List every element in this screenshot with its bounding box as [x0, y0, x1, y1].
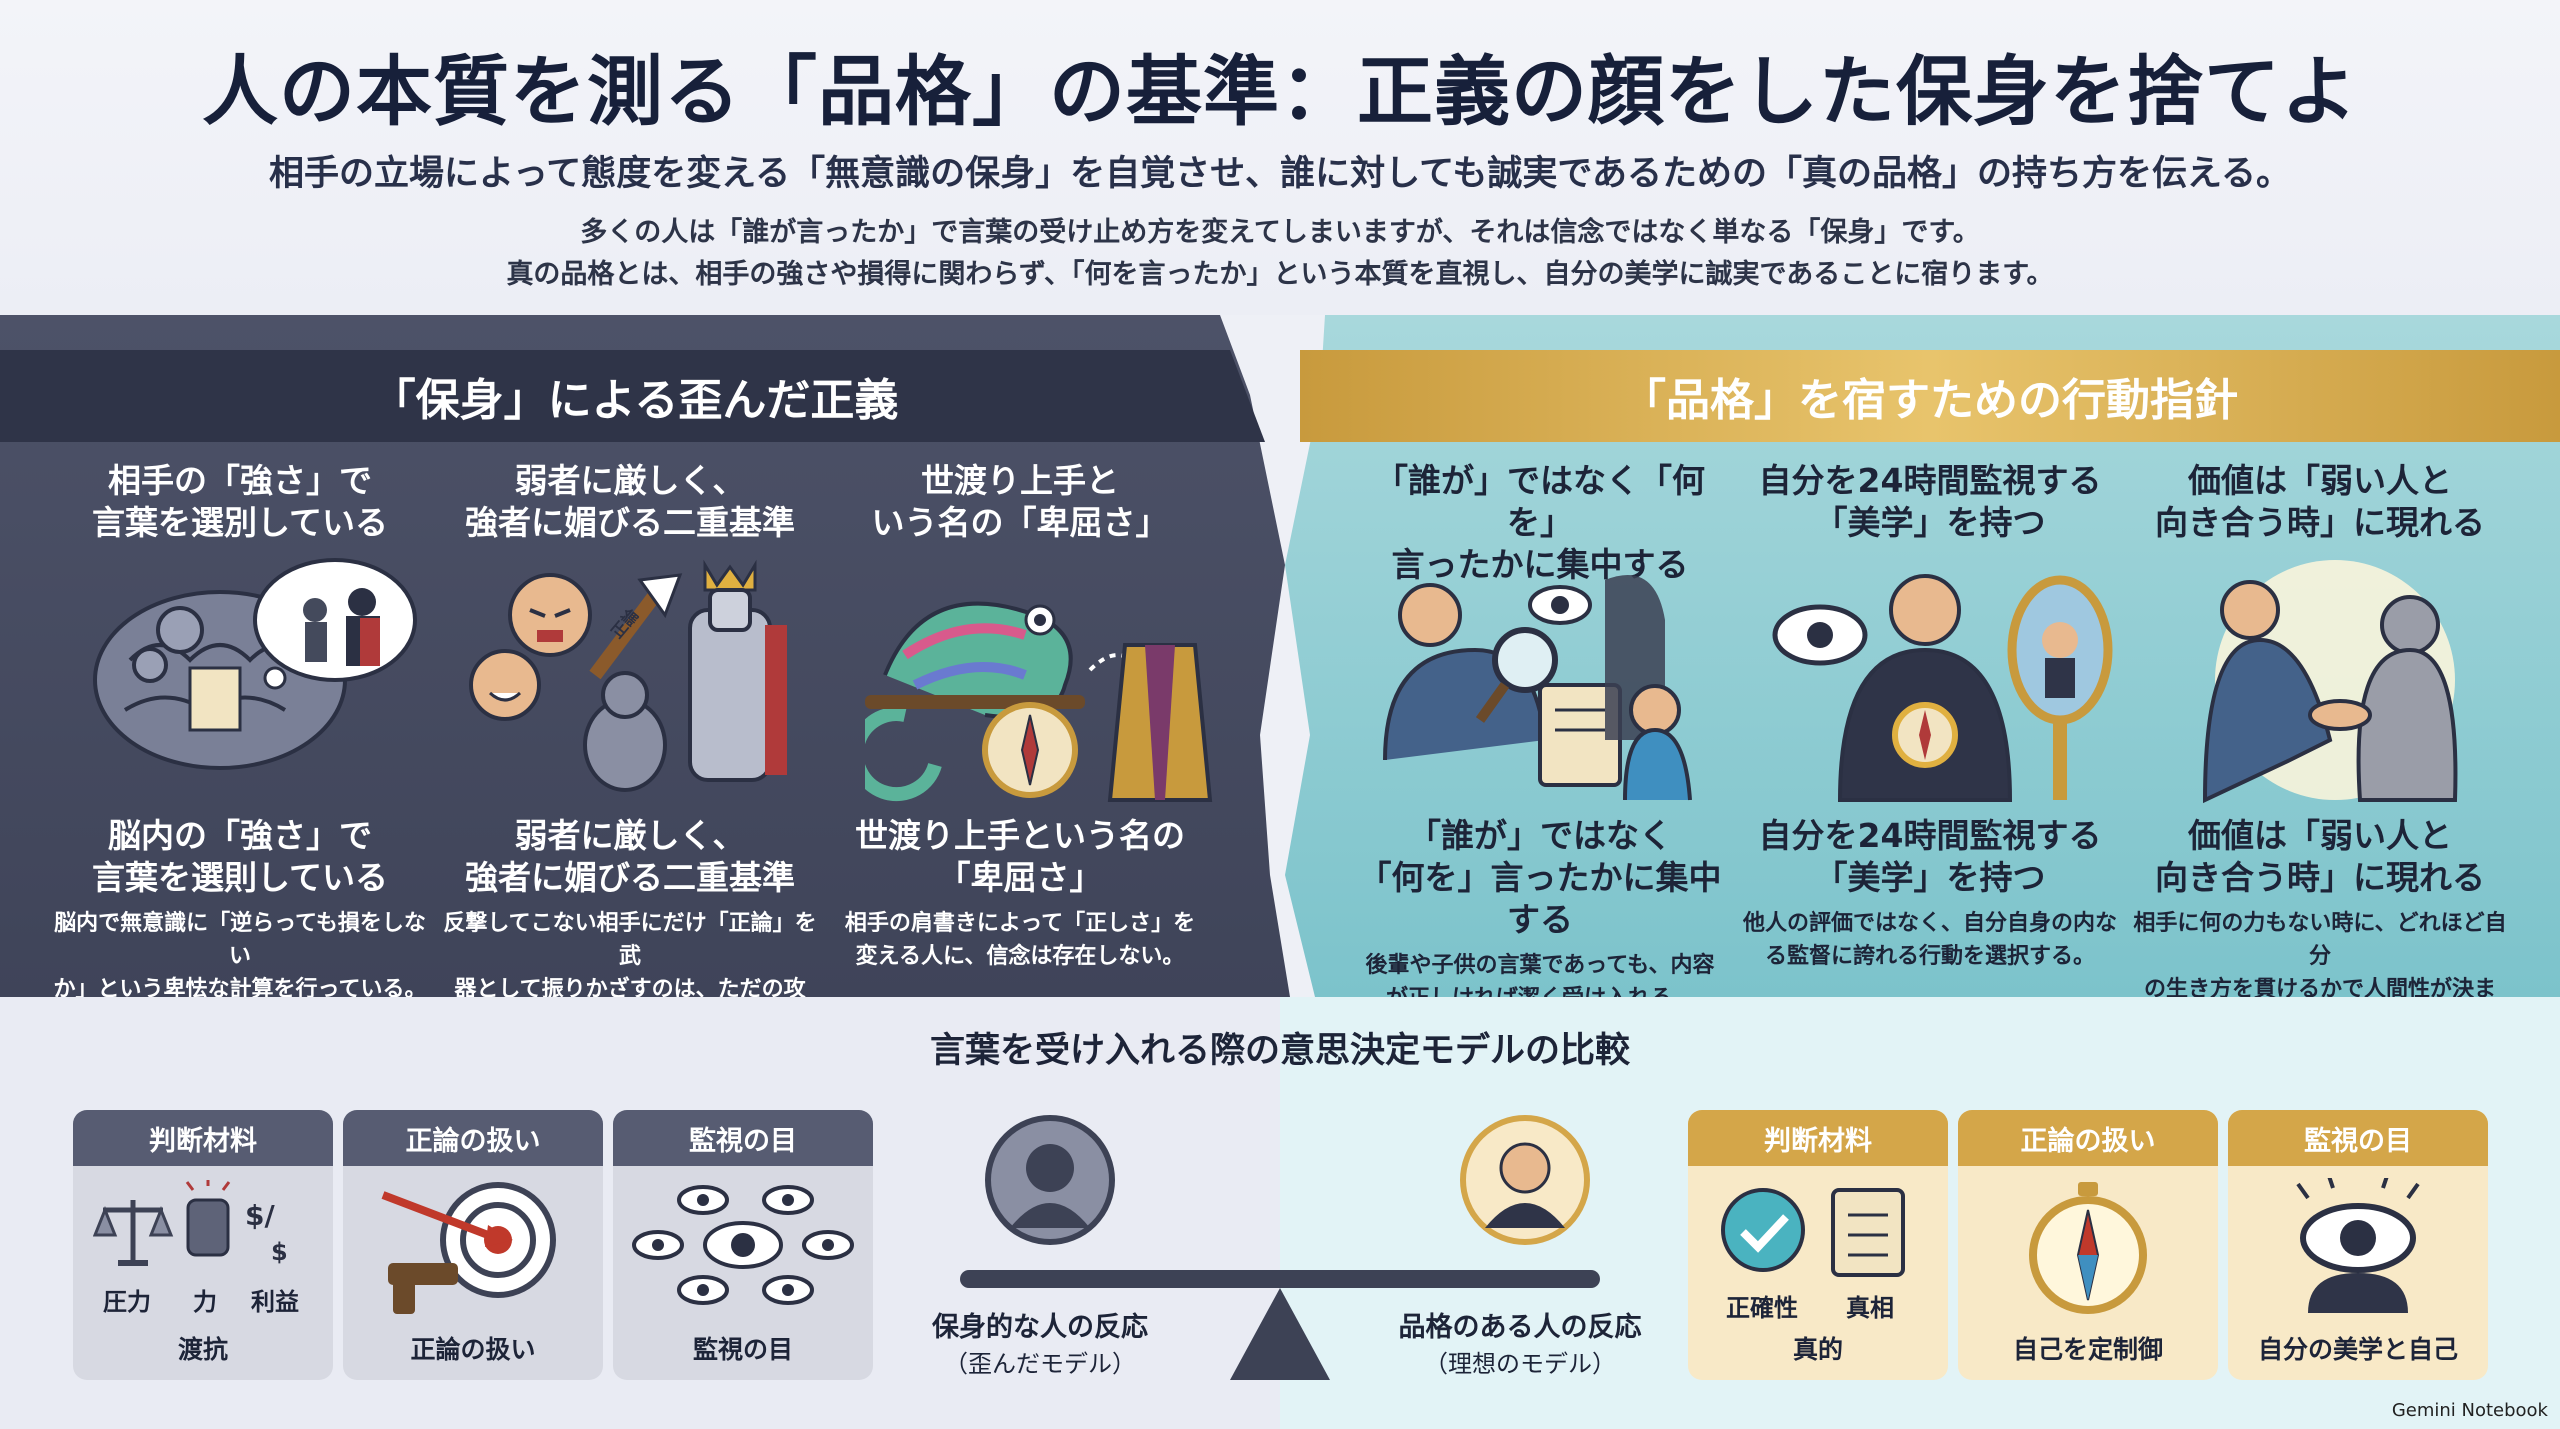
focus-content-illustration	[1383, 575, 1692, 801]
box-header: 正論の扱い	[1958, 1110, 2218, 1166]
left-card-3-bottom: 世渡り上手という名の 「卑屈さ」 相手の肩書きによって「正しさ」を 変える人に、…	[825, 815, 1215, 973]
right-card-1-bottom: 「誰が」ではなく 「何を」言ったかに集中する 後輩や子供の言葉であっても、内容 …	[1345, 815, 1735, 1015]
left-box-watch: 監視の目 監視の目	[613, 1110, 873, 1380]
left-card-1: 相手の「強さ」で 言葉を選別している	[45, 460, 435, 544]
check-scroll-icons	[1721, 1188, 1905, 1277]
checkmark-icon	[1721, 1188, 1805, 1272]
intro-line-2: 真の品格とは、相手の強さや損得に関わらず、「何を言ったか」という本質を直視し、自…	[506, 259, 2054, 290]
card-heading-top: 自分を24時間監視する 「美学」を持つ	[1758, 461, 2102, 542]
self-monitor-illustration	[1772, 574, 2113, 802]
brain-icon	[93, 558, 417, 770]
box-footer: 監視の目	[692, 1335, 793, 1364]
page-title: 人の本質を測る「品格」の基準：正義の顔をした保身を捨てよ	[202, 47, 2358, 136]
card-heading-bottom: 自分を24時間監視する 「美学」を持つ	[1758, 816, 2102, 897]
box-footer: 正論の扱い	[410, 1335, 536, 1364]
label-profit: 利益	[251, 1288, 299, 1316]
right-card-3: 価値は「弱い人と 向き合う時」に現れる	[2125, 460, 2515, 544]
seesaw-plank	[960, 1270, 1600, 1288]
person-label-title: 品格のある人の反応	[1398, 1312, 1642, 1343]
child-icon	[1629, 684, 1681, 736]
box-footer: 自己を定制御	[2012, 1335, 2163, 1364]
card-heading-top: 相手の「強さ」で 言葉を選別している	[91, 461, 388, 542]
target-gun-icon	[381, 1182, 556, 1314]
many-eyes-icon	[632, 1185, 854, 1305]
label-truth: 真相	[1846, 1294, 1894, 1322]
page-subtitle: 相手の立場によって態度を変える「無意識の保身」を自覚させ、誰に対しても誠実である…	[269, 154, 2291, 194]
smiling-face-icon	[469, 649, 541, 721]
label-accuracy: 正確性	[1726, 1294, 1798, 1322]
money-icon: $/	[245, 1199, 275, 1232]
double-standard-illustration: 正論	[469, 559, 787, 792]
scale-fist-money-icons: $/ $	[93, 1180, 288, 1266]
fist-icon	[186, 1198, 230, 1257]
compass-icon	[2029, 1182, 2147, 1314]
scroll-icon	[188, 666, 242, 732]
gun-icon	[388, 1263, 458, 1285]
left-person-label: 保身的な人の反応 （歪んだモデル）	[890, 1305, 1190, 1379]
right-box-watch: 監視の目 自分の美学と自己	[2228, 1110, 2488, 1380]
right-card-2: 自分を24時間監視する 「美学」を持つ	[1735, 460, 2125, 544]
left-card-3: 世渡り上手と いう名の「卑屈さ」	[825, 460, 1215, 544]
gear-icon	[156, 606, 204, 654]
card-heading-top: 世渡り上手と いう名の「卑屈さ」	[871, 461, 1169, 542]
card-description: 脳内で無意識に「逆らっても損をしない か」という卑怯な計算を行っている。	[53, 911, 427, 1002]
left-box-judgment: 判断材料 $/ $ 圧力 力 利益 渡抗	[73, 1110, 333, 1380]
brand-footer: Gemini Notebook	[2391, 1400, 2548, 1421]
card-heading-bottom: 弱者に厳しく、 強者に媚びる二重基準	[465, 816, 795, 897]
right-card-2-bottom: 自分を24時間監視する 「美学」を持つ 他人の評価ではなく、自分自身の内な る監…	[1735, 815, 2125, 973]
right-card-1: 「誰が」ではなく「何を」 言ったかに集中する	[1345, 460, 1735, 586]
chameleon-illustration	[865, 601, 1213, 802]
svg-text:$: $	[271, 1238, 288, 1266]
person-label-sub: （理想のモデル）	[1424, 1350, 1616, 1378]
box-header: 監視の目	[613, 1110, 873, 1166]
left-card-2: 弱者に厳しく、 強者に媚びる二重基準	[435, 460, 825, 544]
card-heading-bottom: 価値は「弱い人と 向き合う時」に現れる	[2155, 816, 2485, 897]
seesaw-fulcrum	[1230, 1288, 1330, 1380]
header: 人の本質を測る「品格」の基準：正義の顔をした保身を捨てよ 相手の立場によって態度…	[0, 0, 2560, 315]
label-pressure: 圧力	[103, 1288, 151, 1316]
left-card-1-bottom: 脳内の「強さ」で 言葉を選則している 脳内で無意識に「逆らっても損をしない か」…	[45, 815, 435, 1006]
card-description: 他人の評価ではなく、自分自身の内な る監督に誇れる行動を選択する。	[1742, 911, 2117, 969]
right-box-judgment: 判断材料 正確性 真相 真的	[1688, 1110, 1948, 1380]
label-power: 力	[193, 1288, 217, 1316]
magnifier-icon	[1492, 627, 1558, 693]
card-heading-top: 価値は「弱い人と 向き合う時」に現れる	[2155, 461, 2485, 542]
box-header: 監視の目	[2228, 1110, 2488, 1166]
angry-face-icon	[508, 573, 592, 657]
scroll-icon	[1831, 1188, 1905, 1277]
handshake-illustration	[2202, 560, 2458, 804]
card-heading-top: 弱者に厳しく、 強者に媚びる二重基準	[465, 461, 795, 542]
left-section-title: 「保身」による歪んだ正義	[0, 350, 1265, 442]
box-footer: 渡抗	[177, 1335, 228, 1364]
person-label-title: 保身的な人の反応	[932, 1312, 1148, 1343]
knight-icon	[688, 608, 772, 782]
right-box-argument: 正論の扱い 自己を定制御	[1958, 1110, 2218, 1380]
left-box-argument: 正論の扱い 正論の扱い	[343, 1110, 603, 1380]
box-footer: 真的	[1792, 1335, 1843, 1364]
card-heading-top: 「誰が」ではなく「何を」 言ったかに集中する	[1375, 461, 1705, 584]
box-header: 正論の扱い	[343, 1110, 603, 1166]
seesaw-icon	[960, 1115, 1600, 1380]
intro-line-1: 多くの人は「誰が言ったか」で言葉の受け止め方を変えてしまいますが、それは信念では…	[580, 217, 1980, 248]
right-person-label: 品格のある人の反応 （理想のモデル）	[1370, 1305, 1670, 1379]
card-description: 相手の肩書きによって「正しさ」を 変える人に、信念は存在しない。	[844, 911, 1196, 969]
inner-eye-icon	[2296, 1178, 2420, 1313]
box-header: 判断材料	[1688, 1110, 1948, 1166]
card-heading-bottom: 「誰が」ではなく 「何を」言ったかに集中する	[1358, 816, 1722, 939]
thought-bubble-icon	[253, 558, 417, 682]
card-heading-bottom: 脳内の「強さ」で 言葉を選則している	[91, 816, 388, 897]
card-heading-bottom: 世渡り上手という名の 「卑屈さ」	[855, 816, 1185, 897]
person-label-sub: （歪んだモデル）	[944, 1350, 1136, 1378]
box-header: 判断材料	[73, 1110, 333, 1166]
handshake-icon	[2308, 699, 2372, 731]
box-footer: 自分の美学と自己	[2257, 1335, 2458, 1364]
comparison-title: 言葉を受け入れる際の意思決定モデルの比較	[929, 1031, 1630, 1071]
right-card-3-bottom: 価値は「弱い人と 向き合う時」に現れる 相手に何の力もない時に、どれほど自分 の…	[2125, 815, 2515, 1039]
right-section-title: 「品格」を宿すための行動指針	[1300, 350, 2560, 442]
crown-icon	[703, 559, 757, 592]
